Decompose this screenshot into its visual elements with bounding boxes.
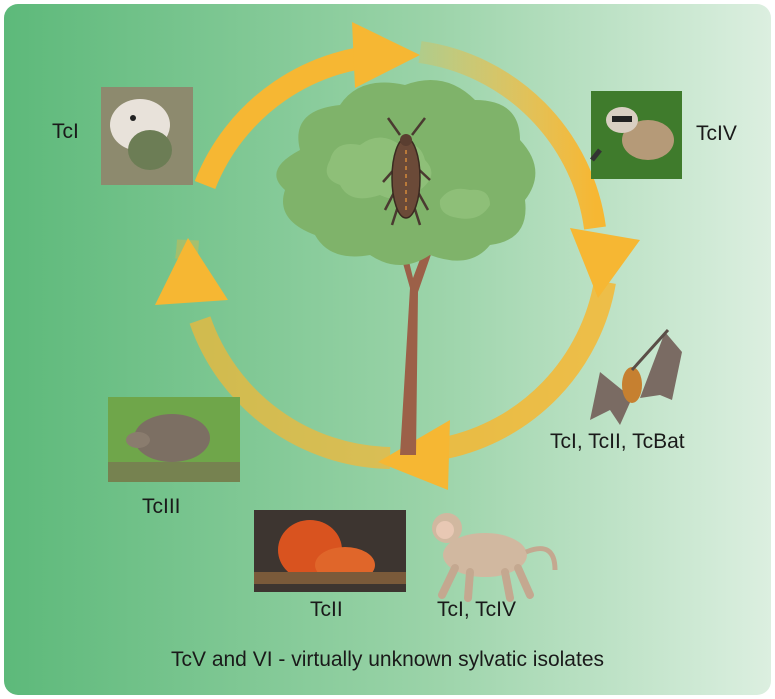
diagram-caption: TcV and VI - virtually unknown sylvatic … bbox=[0, 648, 775, 672]
raccoon-photo bbox=[591, 91, 682, 179]
label-opossum: TcI bbox=[52, 120, 79, 144]
label-raccoon: TcIV bbox=[696, 122, 737, 146]
opossum-photo bbox=[101, 87, 193, 185]
label-armadillo: TcIII bbox=[142, 495, 181, 519]
label-monkey: TcI, TcIV bbox=[437, 598, 516, 622]
label-tamarin: TcII bbox=[310, 598, 343, 622]
armadillo-photo bbox=[108, 397, 240, 482]
golden-lion-tamarin-photo bbox=[254, 510, 406, 592]
label-bat: TcI, TcII, TcBat bbox=[550, 430, 685, 454]
